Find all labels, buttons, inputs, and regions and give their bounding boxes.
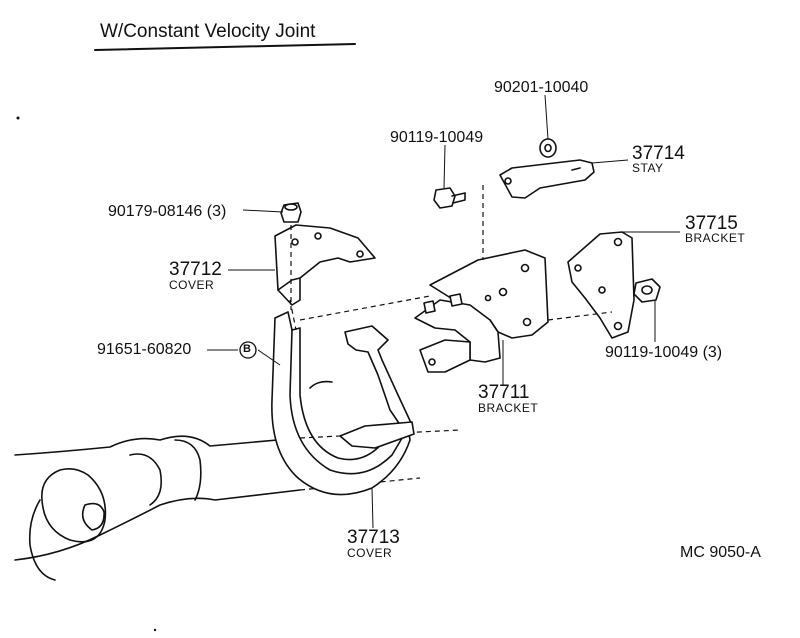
part-number-37712: 37712	[169, 259, 222, 280]
bolt-90119-3-shape	[633, 278, 661, 303]
leader-lines	[207, 94, 680, 529]
scan-speck	[16, 116, 20, 120]
part-number-37714: 37714	[632, 143, 685, 164]
part-name-cover-37712: COVER	[169, 278, 215, 292]
part-number-91651-60820: 91651-60820	[97, 341, 192, 358]
cover-37712-shape	[274, 224, 376, 310]
part-name-bracket-37715: BRACKET	[685, 231, 746, 245]
callout-b-circle	[239, 341, 257, 359]
part-name-bracket-37711: BRACKET	[478, 401, 539, 415]
part-name-stay: STAY	[632, 161, 664, 175]
part-number-90201-10040: 90201-10040	[494, 79, 589, 96]
bracket-37715-shape	[547, 231, 635, 339]
part-number-90119-10049-3: 90119-10049 (3)	[605, 344, 723, 361]
scan-speck	[153, 628, 157, 632]
assembly-line	[299, 295, 431, 321]
part-number-90119-10049: 90119-10049	[390, 129, 484, 146]
title-underline	[94, 43, 356, 51]
bracket-37711-shape	[414, 185, 549, 373]
part-name-cover-37713: COVER	[347, 546, 393, 560]
diagram-title: W/Constant Velocity Joint	[100, 21, 316, 42]
bolt-90179-shape	[280, 202, 302, 223]
stay-37714-shape	[499, 159, 595, 199]
washer-90201-shape	[539, 138, 557, 158]
part-number-37713: 37713	[347, 527, 400, 548]
callout-b-letter: B	[243, 343, 251, 355]
part-number-90179-08146: 90179-08146 (3)	[108, 203, 227, 220]
part-number-37711: 37711	[478, 382, 530, 403]
cover-37713-shape	[271, 311, 415, 496]
diagram-reference-code: MC 9050-A	[680, 544, 761, 561]
part-number-37715: 37715	[685, 213, 738, 234]
bolt-90119-shape	[433, 187, 466, 209]
drive-shaft	[14, 429, 461, 581]
